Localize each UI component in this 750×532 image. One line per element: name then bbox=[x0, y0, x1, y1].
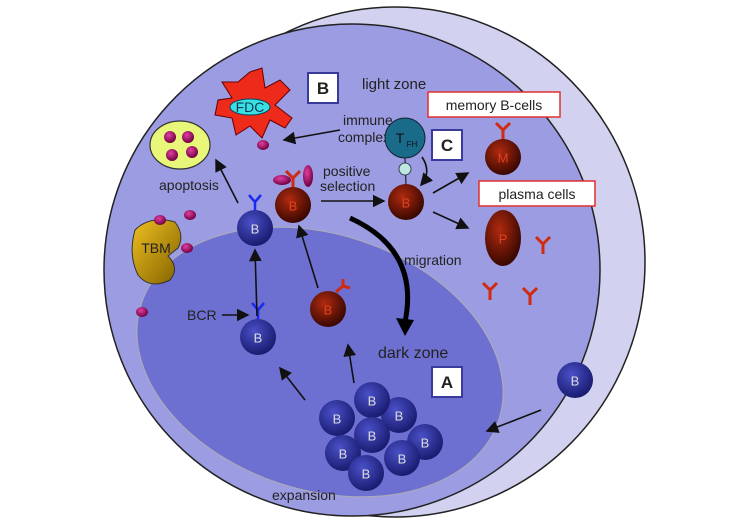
plasma-cell: P bbox=[485, 210, 521, 266]
arrows bbox=[215, 129, 542, 433]
svg-text:C: C bbox=[441, 136, 453, 155]
svg-text:B: B bbox=[251, 222, 260, 237]
immune-complex-label-2: complex bbox=[338, 129, 390, 145]
svg-text:B: B bbox=[398, 452, 407, 467]
memory-b-cell: M bbox=[485, 139, 521, 175]
svg-text:B: B bbox=[317, 79, 329, 98]
antigen bbox=[303, 165, 313, 187]
b-cell-dark-zone-red: B bbox=[310, 291, 346, 327]
svg-text:B: B bbox=[402, 196, 411, 211]
b-cell-cluster: B B B B B B B B bbox=[319, 382, 443, 491]
svg-text:B: B bbox=[368, 429, 377, 444]
tingible-body-macrophage: TBM bbox=[131, 219, 182, 285]
box-a: A bbox=[431, 366, 463, 398]
svg-text:B: B bbox=[339, 447, 348, 462]
immune-complex-dots bbox=[136, 140, 269, 317]
tfh-cell: T FH bbox=[384, 117, 426, 187]
dark-zone-area bbox=[136, 226, 504, 498]
plasma-cells-box: plasma cells bbox=[478, 180, 596, 207]
box-b: B bbox=[307, 72, 339, 104]
svg-text:P: P bbox=[499, 232, 508, 247]
svg-text:B: B bbox=[571, 374, 580, 389]
svg-text:M: M bbox=[498, 151, 509, 166]
b-cell-apoptotic-path: B bbox=[237, 210, 273, 246]
svg-text:B: B bbox=[333, 412, 342, 427]
light-zone-label: light zone bbox=[362, 76, 426, 93]
migration-label: migration bbox=[404, 252, 462, 268]
b-cell-tfh-bound: B bbox=[388, 184, 424, 220]
svg-text:B: B bbox=[368, 394, 377, 409]
svg-text:FDC: FDC bbox=[236, 99, 265, 115]
b-cell-selected: B bbox=[275, 187, 311, 223]
dark-zone-label: dark zone bbox=[378, 345, 448, 362]
svg-text:memory B-cells: memory B-cells bbox=[446, 97, 542, 113]
svg-text:B: B bbox=[395, 409, 404, 424]
bcr-label: BCR bbox=[187, 307, 217, 323]
antigen bbox=[273, 175, 291, 185]
apoptotic-body bbox=[149, 120, 211, 170]
b-cell-naive: B bbox=[557, 362, 593, 398]
svg-text:B: B bbox=[254, 331, 263, 346]
svg-text:B: B bbox=[362, 467, 371, 482]
fdc-cell: FDC bbox=[214, 67, 293, 139]
apoptosis-label: apoptosis bbox=[159, 177, 219, 193]
svg-text:plasma cells: plasma cells bbox=[498, 186, 575, 202]
svg-text:B: B bbox=[421, 436, 430, 451]
b-cell-bcr: B bbox=[240, 319, 276, 355]
expansion-label: expansion bbox=[272, 487, 336, 503]
positive-selection-label-2: selection bbox=[320, 178, 375, 194]
svg-text:T: T bbox=[396, 130, 405, 146]
svg-text:FH: FH bbox=[407, 140, 418, 149]
box-c: C bbox=[431, 129, 463, 161]
svg-text:B: B bbox=[289, 199, 298, 214]
svg-text:TBM: TBM bbox=[141, 240, 171, 256]
memory-b-cells-box: memory B-cells bbox=[427, 91, 561, 118]
immune-complex-label: immune bbox=[343, 112, 393, 128]
svg-text:B: B bbox=[324, 303, 333, 318]
svg-text:A: A bbox=[441, 373, 453, 392]
positive-selection-label: positive bbox=[323, 163, 371, 179]
antibodies bbox=[284, 121, 552, 305]
bcr-receptors bbox=[248, 194, 265, 319]
